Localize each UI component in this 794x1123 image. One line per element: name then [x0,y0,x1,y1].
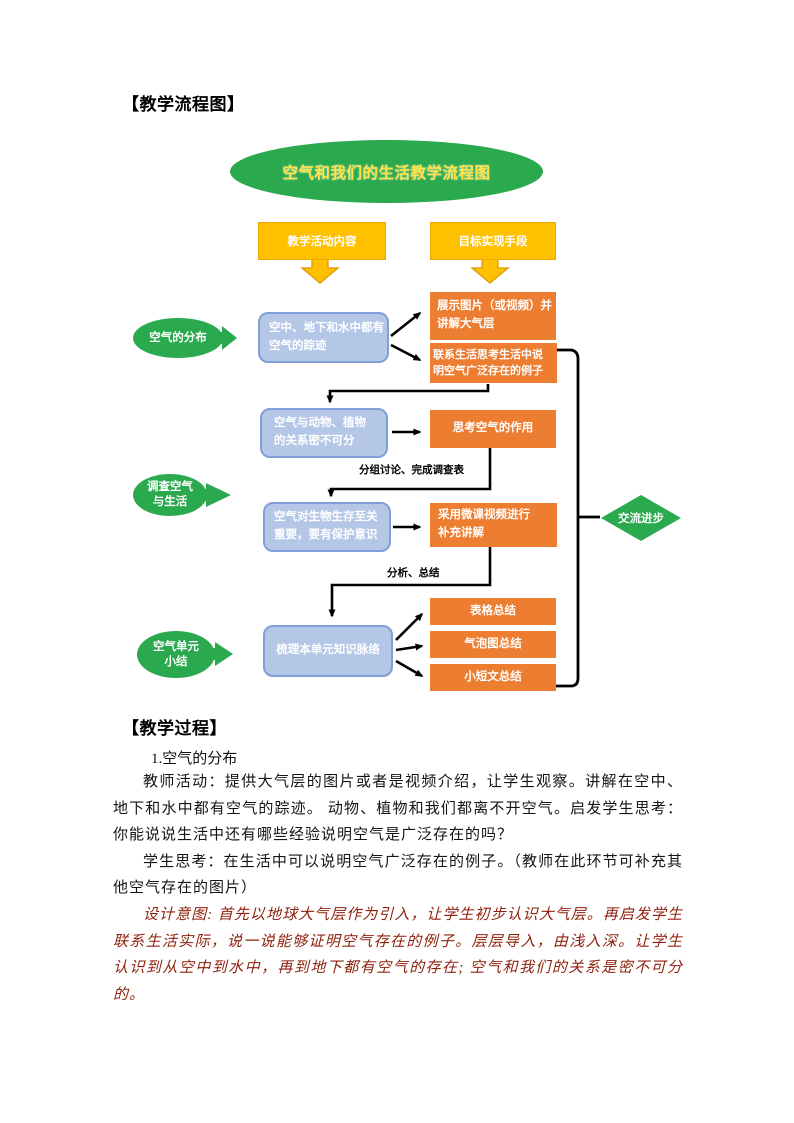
stage1-label: 空气的分布 [149,331,207,344]
method-box-show-pictures: 展示图片（或视频）并 讲解大气层 [430,292,556,340]
section-title-process: 【教学过程】 [122,719,227,738]
activity-box-knowledge-review: 梳理本单元知识脉络 [263,625,393,677]
subsection-title: 1.空气的分布 [151,751,238,767]
paragraph-design-intent: 设计意图: 首先以地球大气层作为引入，让学生初步认识大气层。再启发学生联系生活实… [113,906,683,1003]
activity-box-air-vital: 空气对生物生存至关 重要，要有保护意识 [263,502,391,552]
stage2-label: 调查空气 与生活 [147,481,193,508]
stage3-label: 空气单元 小结 [153,640,199,668]
activity-box-knowledge-review-label: 梳理本单元知识脉络 [276,644,380,657]
method-box-think-air-function: 思考空气的作用 [430,410,556,448]
method-box-life-examples-label: 联系生活思考生活中说 明空气广泛存在的例子 [433,348,543,378]
section-title-flowchart: 【教学流程图】 [122,95,245,114]
paragraph-teacher-activity: 教师活动：提供大气层的图片或者是视频介绍，让学生观察。讲解在空中、地下和水中都有… [113,774,683,844]
method-box-micro-video: 采用微课视频进行 补充讲解 [430,503,557,547]
flowchart-title-ellipse: 空气和我们的生活教学流程图 [230,140,543,203]
header-box-activity-label: 教学活动内容 [287,236,357,248]
method-box-show-pictures-label: 展示图片（或视频）并 讲解大气层 [437,300,552,330]
method-box-essay-summary: 小短文总结 [430,664,556,691]
activity-box-air-traces: 空中、地下和水中都有 空气的踪迹 [258,312,389,363]
black-connector-arrows [326,311,492,678]
method-box-table-summary: 表格总结 [430,598,556,625]
method-box-think-air-function-label: 思考空气的作用 [452,422,534,435]
yellow-down-arrows [300,257,510,284]
method-box-table-summary-label: 表格总结 [470,604,516,617]
stage-ellipse-unit-summary: 空气单元 小结 [137,631,215,678]
activity-box-air-animals-plants-label: 空气与动物、植物 的关系密不可分 [274,417,366,447]
stage-ellipse-survey-air-life: 调查空气 与生活 [133,474,207,516]
process-paragraphs: 教师活动：提供大气层的图片或者是视频介绍，让学生观察。讲解在空中、地下和水中都有… [113,769,683,1008]
edge-label-analyze-summarize: 分析、总结 [387,567,440,579]
header-box-activity: 教学活动内容 [258,222,386,260]
method-box-bubble-summary: 气泡图总结 [430,631,556,658]
grouping-bracket [551,348,600,688]
paragraph-student-thinking: 学生思考：在生活中可以说明空气广泛存在的例子。（教师在此环节可补充其他空气存在的… [113,853,683,897]
method-box-bubble-summary-label: 气泡图总结 [464,637,522,650]
edge-label-group-discussion: 分组讨论、完成调查表 [359,464,464,476]
diamond-label: 交流进步 [618,513,664,525]
method-box-micro-video-label: 采用微课视频进行 补充讲解 [438,509,530,539]
activity-box-air-traces-label: 空中、地下和水中都有 空气的踪迹 [269,321,384,352]
header-box-methods-label: 目标实现手段 [458,236,528,248]
method-box-essay-summary-label: 小短文总结 [464,670,522,683]
header-box-methods: 目标实现手段 [430,222,556,260]
activity-box-air-vital-label: 空气对生物生存至关 重要，要有保护意识 [274,511,378,541]
flowchart-title-text: 空气和我们的生活教学流程图 [282,164,491,182]
method-box-life-examples: 联系生活思考生活中说 明空气广泛存在的例子 [430,343,557,383]
activity-box-air-animals-plants: 空气与动物、植物 的关系密不可分 [260,408,388,458]
stage-ellipse-air-distribution: 空气的分布 [133,318,223,358]
